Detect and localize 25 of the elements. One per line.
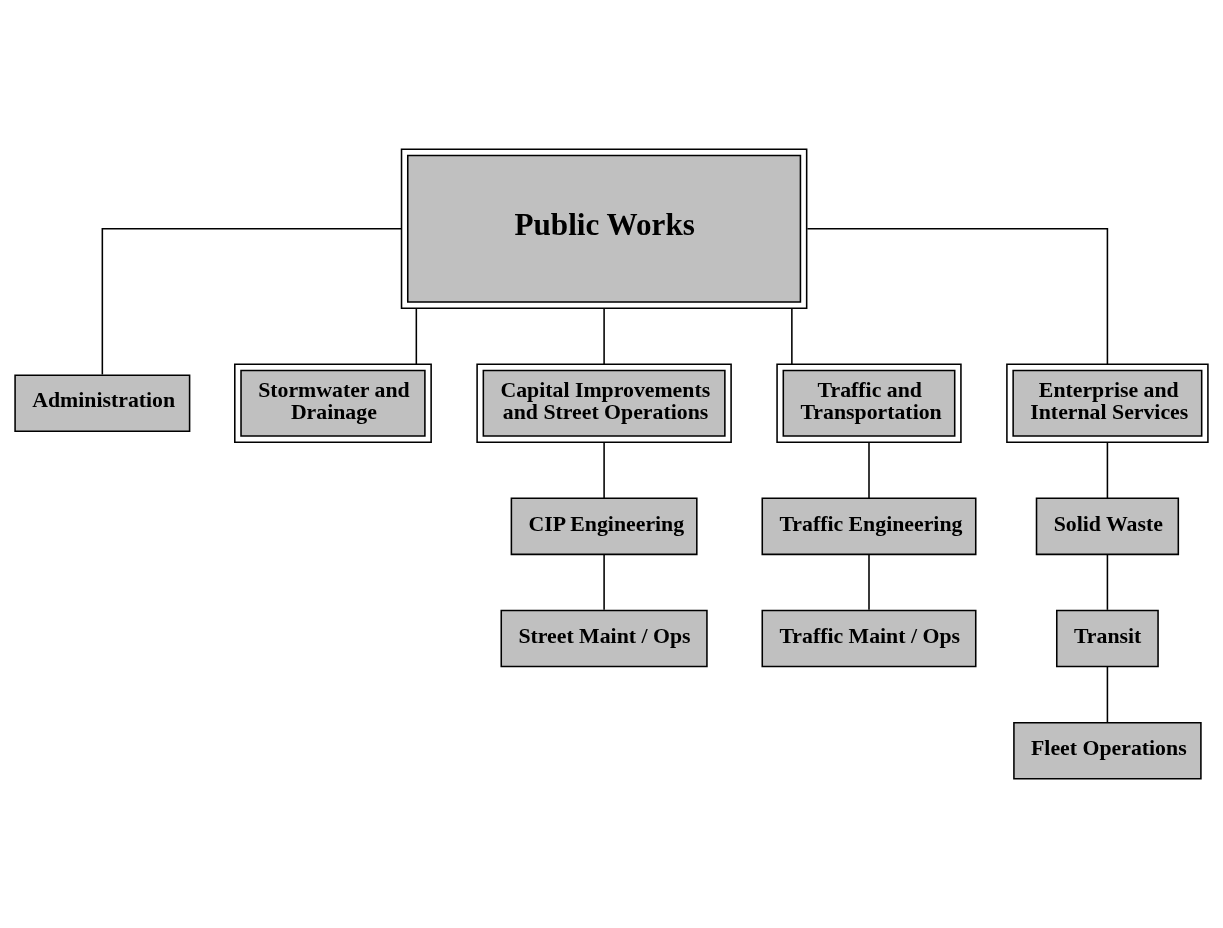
connector — [603, 553, 605, 611]
connector — [603, 442, 605, 499]
connector — [101, 227, 403, 376]
node-box: Street Maint / Ops — [500, 609, 708, 668]
connector — [806, 227, 1109, 365]
node-box: Traffic and Transportation — [776, 363, 962, 443]
node-box: Traffic Maint / Ops — [761, 609, 977, 668]
node-box: Stormwater and Drainage — [234, 363, 432, 443]
node-box: Traffic Engineering — [761, 497, 977, 556]
connector — [868, 553, 870, 611]
connector — [868, 442, 870, 499]
node-box: Capital Improvements and Street Operations — [476, 363, 732, 443]
connector — [1106, 666, 1109, 723]
node-box: CIP Engineering — [510, 497, 698, 556]
node-box: Fleet Operations — [1013, 721, 1202, 780]
node-box: Public Works — [400, 148, 808, 309]
node-box: Enterprise and Internal Services — [1006, 363, 1209, 443]
node-box: Solid Waste — [1035, 497, 1180, 556]
connector — [1106, 442, 1109, 499]
node-box: Administration — [14, 374, 191, 433]
connector — [603, 307, 605, 365]
connector — [415, 307, 418, 365]
connector — [791, 307, 793, 365]
connector — [1106, 553, 1109, 611]
node-box: Transit — [1056, 609, 1159, 668]
